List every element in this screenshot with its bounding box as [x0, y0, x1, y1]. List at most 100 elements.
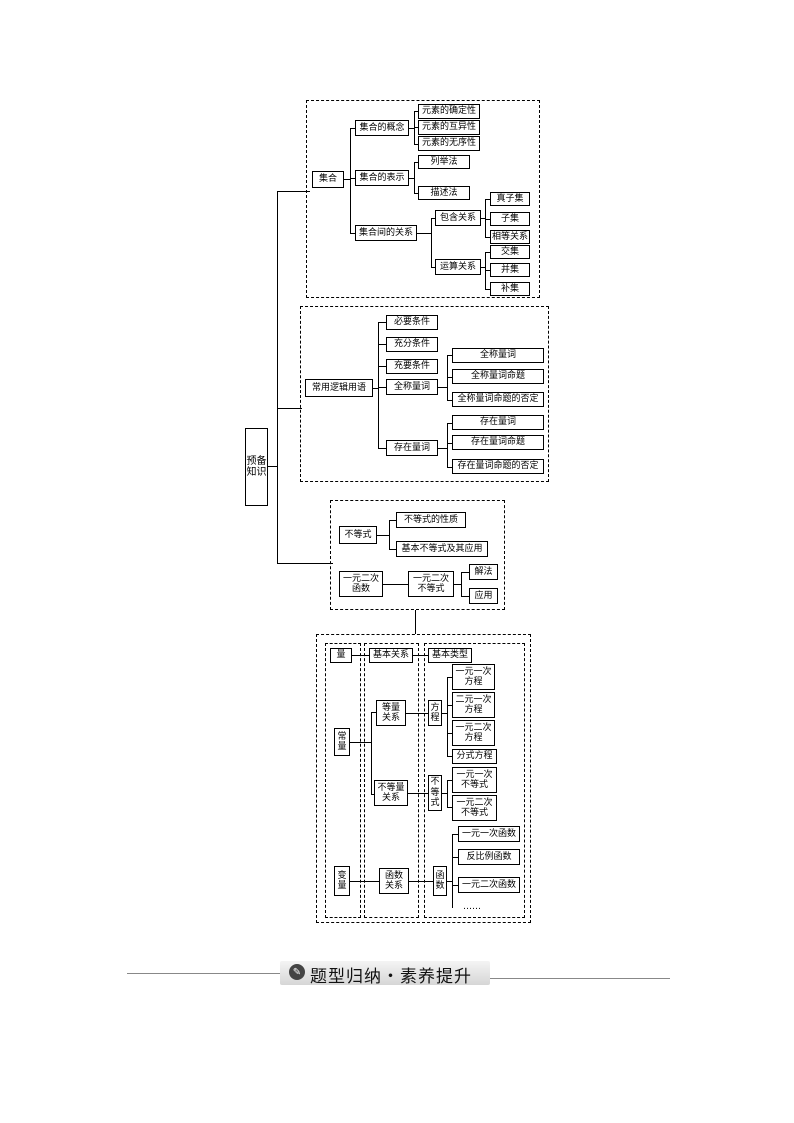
connector	[447, 677, 452, 678]
inclusion-item: 子集	[490, 212, 530, 226]
function-node: 函数	[433, 866, 447, 896]
column-type	[424, 643, 525, 918]
variable-node: 变量	[334, 866, 350, 896]
connector	[352, 655, 369, 656]
banner-rule-right	[490, 978, 670, 979]
pencil-icon: ✎	[289, 964, 305, 980]
connector	[485, 289, 490, 290]
quad-ineq-item: 解法	[469, 564, 498, 580]
function-item: 一元二次函数	[458, 877, 520, 893]
connector	[414, 111, 418, 112]
connector	[431, 218, 432, 267]
equation-node: 方程	[428, 700, 442, 726]
connector	[485, 199, 490, 200]
existential-item: 存在量词命题的否定	[452, 459, 544, 474]
connector	[447, 756, 452, 757]
logic-root: 常用逻辑用语	[305, 379, 373, 397]
connector	[413, 655, 428, 656]
sets-operation: 运算关系	[435, 259, 481, 275]
connector	[268, 466, 277, 467]
connector	[344, 179, 350, 180]
banner-title: 题型归纳・素养提升	[310, 967, 472, 987]
connector	[447, 733, 452, 734]
quad-ineq-node: 一元二次 不等式	[408, 571, 454, 597]
sets-relations: 集合间的关系	[355, 225, 417, 241]
connector	[378, 344, 386, 345]
equal-relation-node: 等量 关系	[376, 700, 406, 726]
connector	[447, 677, 448, 756]
logic-item: 充要条件	[386, 359, 438, 374]
operation-item: 补集	[490, 282, 530, 296]
connector	[447, 423, 448, 467]
connector	[447, 400, 452, 401]
connector	[452, 857, 458, 858]
connector	[371, 712, 376, 713]
connector	[389, 520, 396, 521]
connector	[389, 520, 390, 549]
connector	[350, 128, 351, 233]
connector	[447, 355, 452, 356]
connector	[447, 807, 452, 808]
connector	[371, 794, 376, 795]
connector	[485, 237, 490, 238]
connector	[277, 408, 302, 409]
connector	[378, 322, 386, 323]
connector	[383, 584, 408, 585]
function-relation-node: 函数 关系	[379, 868, 409, 894]
unequal-relation-node: 不等量 关系	[374, 780, 408, 806]
constant-node: 常量	[334, 728, 350, 756]
section-sets	[306, 100, 540, 298]
inequality-item: 基本不等式及其应用	[396, 541, 488, 557]
connector	[447, 443, 452, 444]
column-quantity	[325, 643, 361, 918]
connector	[277, 191, 310, 192]
connector	[447, 467, 452, 468]
connector	[409, 881, 433, 882]
logic-item: 充分条件	[386, 337, 438, 352]
inequality-type-node: 不等式	[428, 775, 442, 811]
universal-item: 全称量词命题的否定	[452, 392, 544, 407]
connector	[378, 448, 386, 449]
inequality-type-item: 一元一次 不等式	[452, 767, 497, 793]
connector	[373, 388, 378, 389]
connector	[350, 233, 355, 234]
connector	[447, 423, 452, 424]
connector	[481, 267, 485, 268]
connector	[378, 322, 379, 448]
connector	[377, 535, 389, 536]
connector	[277, 563, 333, 564]
connector	[461, 572, 469, 573]
connector	[350, 128, 355, 129]
connector	[414, 162, 418, 163]
connector	[414, 162, 415, 193]
connector	[442, 793, 447, 794]
connector	[277, 191, 278, 563]
connector	[409, 128, 414, 129]
logic-universal: 全称量词	[386, 379, 438, 395]
existential-item: 存在量词	[452, 415, 544, 430]
connector	[371, 712, 372, 794]
sets-root: 集合	[312, 171, 344, 188]
connector	[378, 387, 386, 388]
quad-ineq-item: 应用	[469, 588, 498, 604]
inclusion-item: 真子集	[490, 192, 530, 206]
connector	[447, 780, 452, 781]
logic-item: 必要条件	[386, 315, 438, 330]
connector	[452, 885, 458, 886]
quad-func-node: 一元二次 函数	[339, 571, 383, 597]
section-banner	[280, 961, 490, 985]
connector	[454, 584, 461, 585]
equation-item: 二元一次 方程	[452, 692, 495, 718]
connector	[415, 610, 416, 634]
connector	[452, 834, 453, 908]
equation-item: 一元二次 方程	[452, 720, 495, 746]
concept-item: 元素的确定性	[418, 104, 480, 119]
sets-concept: 集合的概念	[355, 120, 409, 136]
function-ellipsis: ……	[463, 902, 481, 912]
logic-existential: 存在量词	[386, 440, 438, 456]
representation-item: 描述法	[418, 186, 470, 200]
equation-item: 一元一次 方程	[452, 664, 495, 690]
connector	[414, 127, 418, 128]
header-quantity: 量	[330, 648, 352, 663]
function-item: 反比例函数	[458, 849, 520, 865]
